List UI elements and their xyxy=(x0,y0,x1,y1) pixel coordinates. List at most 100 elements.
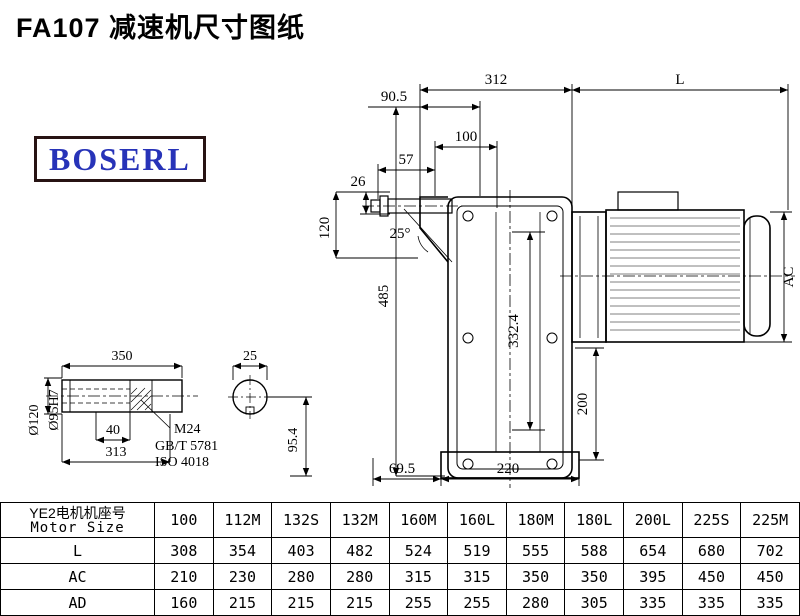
row-label: L xyxy=(0,537,155,564)
table-cell: 255 xyxy=(447,589,507,616)
dim-200-label: 200 xyxy=(575,393,591,416)
table-cell: 280 xyxy=(329,563,390,590)
dim-120-label: 120 xyxy=(317,217,333,240)
dim-313-label: 313 xyxy=(106,445,127,460)
dim-332-4: 332.4 xyxy=(506,231,545,431)
table-cell: 160 xyxy=(154,589,214,616)
table-cell: 280 xyxy=(505,589,566,616)
dim-312: 312 xyxy=(419,72,573,210)
table-cell: 395 xyxy=(623,563,683,590)
table-cell: 210 xyxy=(154,563,214,590)
table-row-AC: AC 210 230 280 280 315 315 350 350 395 4… xyxy=(0,563,800,590)
dim-220-label: 220 xyxy=(497,461,520,477)
table-cell: 482 xyxy=(329,537,390,564)
table-cell: 255 xyxy=(388,589,449,616)
iso-standard-label: ISO 4018 xyxy=(155,455,209,470)
dim-100: 100 xyxy=(434,129,498,208)
dim-69-5: 69.5 xyxy=(372,458,442,486)
column-header: 225M xyxy=(740,502,800,538)
dim-332-4-label: 332.4 xyxy=(506,314,522,348)
dim-40-label: 40 xyxy=(106,423,120,438)
logo-text: BOSERL xyxy=(49,141,191,177)
table-cell: 350 xyxy=(564,563,624,590)
header-line-cn: YE2电机机座号 xyxy=(29,504,126,521)
table-cell: 450 xyxy=(681,563,742,590)
dim-L-label: L xyxy=(675,72,684,88)
dim-AC-label: AC xyxy=(781,267,797,288)
table-cell: 230 xyxy=(212,563,273,590)
dim-485-label: 485 xyxy=(376,285,392,308)
dim-L: L xyxy=(572,72,789,210)
dim-26: 26 xyxy=(351,174,390,215)
dim-AC: AC xyxy=(744,211,797,343)
table-cell: 305 xyxy=(564,589,624,616)
column-header: 160M xyxy=(388,502,449,538)
table-cell: 588 xyxy=(564,537,624,564)
dim-angle-label: 25° xyxy=(390,226,411,242)
dimension-drawing: 312 L 90.5 100 57 26 120 25° xyxy=(27,72,797,488)
table-cell: 450 xyxy=(740,563,800,590)
column-header: 132M xyxy=(329,502,390,538)
table-cell: 702 xyxy=(740,537,800,564)
table-cell: 335 xyxy=(681,589,742,616)
dim-350-label: 350 xyxy=(112,349,133,364)
column-header: 112M xyxy=(212,502,273,538)
table-cell: 335 xyxy=(740,589,800,616)
gb-standard-label: GB/T 5781 xyxy=(155,439,218,454)
dim-57-label: 57 xyxy=(399,152,415,168)
column-header: 160L xyxy=(447,502,507,538)
dim-dia95-label: Ø95H7 xyxy=(47,389,62,430)
motor-size-table: YE2电机机座号 Motor Size 100 112M 132S 132M 1… xyxy=(0,502,800,616)
dim-313: 313 xyxy=(61,414,171,466)
column-header: 200L xyxy=(623,502,683,538)
boserl-logo: BOSERL xyxy=(34,136,206,182)
table-cell: 308 xyxy=(154,537,214,564)
gearbox-housing xyxy=(419,190,580,488)
dim-220: 220 xyxy=(441,461,580,486)
dim-69-5-label: 69.5 xyxy=(389,461,415,477)
dim-120: 120 xyxy=(317,191,418,259)
table-cell: 280 xyxy=(271,563,331,590)
table-header-row: YE2电机机座号 Motor Size 100 112M 132S 132M 1… xyxy=(0,502,800,538)
shaft-end-circle xyxy=(228,375,272,419)
row-label: AC xyxy=(0,563,155,590)
column-header: 180L xyxy=(564,502,624,538)
thread-callout: M24 GB/T 5781 ISO 4018 xyxy=(140,399,218,470)
table-cell: 680 xyxy=(681,537,742,564)
output-shaft-view xyxy=(46,379,198,413)
motor xyxy=(560,191,795,343)
column-header: 180M xyxy=(505,502,566,538)
column-header: 132S xyxy=(271,502,331,538)
table-cell: 354 xyxy=(212,537,273,564)
table-row-L: L 308 354 403 482 524 519 555 588 654 68… xyxy=(0,537,800,564)
motor-size-header-cell: YE2电机机座号 Motor Size xyxy=(0,502,155,538)
dim-100-label: 100 xyxy=(455,129,478,145)
table-cell: 335 xyxy=(623,589,683,616)
table-cell: 215 xyxy=(329,589,390,616)
table-cell: 403 xyxy=(271,537,331,564)
dim-25: 25 xyxy=(232,349,268,380)
page-title: FA107 减速机尺寸图纸 xyxy=(16,13,306,43)
row-label: AD xyxy=(0,589,155,616)
table-cell: 350 xyxy=(505,563,566,590)
dim-350: 350 xyxy=(61,349,183,378)
header-line-en: Motor Size xyxy=(30,519,125,536)
dim-dia120: Ø120 Ø95H7 xyxy=(27,377,62,436)
table-cell: 524 xyxy=(388,537,449,564)
thread-label: M24 xyxy=(174,422,200,437)
table-row-AD: AD 160 215 215 215 255 255 280 305 335 3… xyxy=(0,589,800,616)
column-header: 225S xyxy=(681,502,742,538)
dim-95-4: 95.4 xyxy=(268,396,312,477)
dim-95-4-label: 95.4 xyxy=(286,428,301,453)
dim-312-label: 312 xyxy=(485,72,508,88)
dim-57: 57 xyxy=(377,152,435,199)
column-header: 100 xyxy=(154,502,214,538)
table-cell: 315 xyxy=(388,563,449,590)
dim-dia120-label: Ø120 xyxy=(27,404,42,435)
table-cell: 654 xyxy=(623,537,683,564)
dim-25-label: 25 xyxy=(243,349,257,364)
table-cell: 555 xyxy=(505,537,566,564)
table-cell: 315 xyxy=(447,563,507,590)
dim-26-label: 26 xyxy=(351,174,367,190)
table-cell: 215 xyxy=(271,589,331,616)
